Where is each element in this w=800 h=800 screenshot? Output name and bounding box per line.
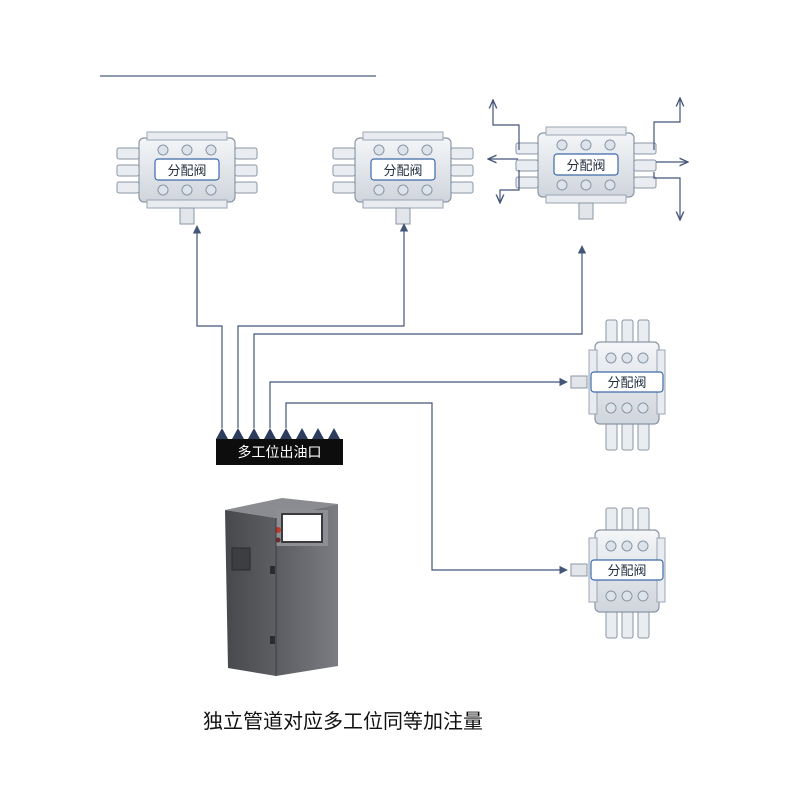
valve-label: 分配阀 — [383, 164, 422, 179]
caption: 独立管道对应多工位同等加注量 — [203, 709, 483, 733]
valve-label: 分配阀 — [167, 164, 206, 179]
pipe-to-valve-top-right — [253, 245, 587, 428]
outlet-label: 多工位出油口 — [238, 444, 322, 461]
indicator-light-icon — [275, 537, 281, 543]
outlet-arrow-row — [216, 428, 340, 439]
side-panel-icon — [231, 547, 251, 571]
outlet-bar: 多工位出油口 — [216, 428, 343, 465]
pipe-to-valve-bottom-right — [285, 402, 568, 575]
pipe-to-valve-top-middle — [237, 223, 409, 428]
lubrication-cabinet — [225, 498, 338, 676]
valve-top-right: 分配阀 — [515, 126, 657, 220]
valve-bottom-right: 分配阀 — [570, 507, 666, 639]
control-screen — [281, 513, 323, 543]
valve-label: 分配阀 — [607, 376, 646, 391]
valve-mid-right: 分配阀 — [570, 319, 666, 451]
outlet-arrows — [488, 98, 688, 220]
pipe-to-valve-mid-right — [269, 377, 568, 428]
pipe-lines — [192, 223, 587, 575]
valve-top-middle: 分配阀 — [332, 131, 474, 225]
pipe-to-valve-top-left — [192, 225, 223, 428]
valve-label: 分配阀 — [607, 564, 646, 579]
valve-top-left: 分配阀 — [116, 131, 258, 225]
valve-label: 分配阀 — [566, 159, 605, 174]
